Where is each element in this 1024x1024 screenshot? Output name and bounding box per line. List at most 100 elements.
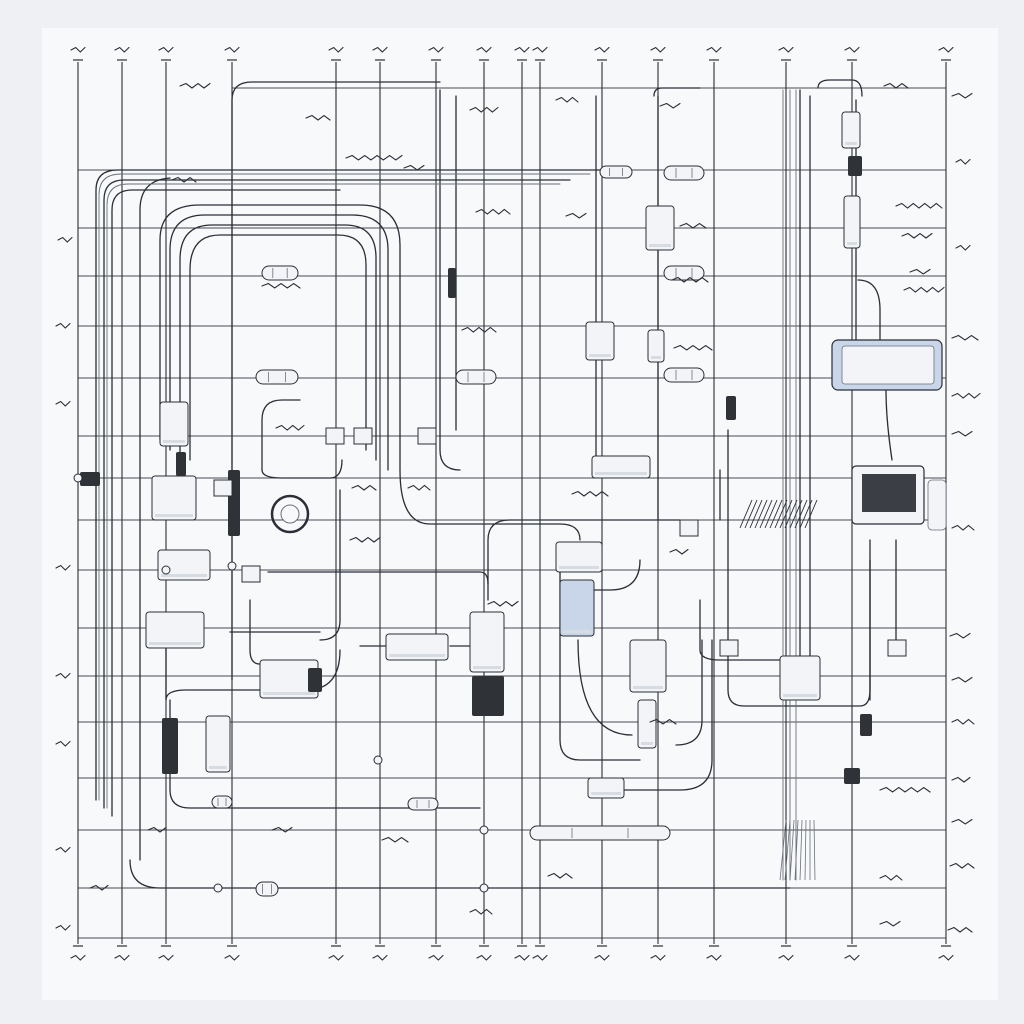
- illegible-label-scribble: [345, 154, 403, 161]
- junction-box-shade: [595, 472, 647, 475]
- control-panel-face: [841, 345, 935, 385]
- bottom-tick-scribble: [706, 954, 722, 961]
- illegible-label-scribble: [461, 326, 497, 333]
- illegible-label-scribble: [351, 484, 377, 491]
- wire-path-light: [106, 183, 561, 809]
- junction-box: [585, 321, 615, 361]
- top-tick-scribble: [476, 46, 492, 53]
- illegible-label-scribble: [671, 276, 709, 283]
- wire-path: [169, 214, 389, 471]
- illegible-label-scribble: [55, 740, 71, 747]
- wire-path: [159, 204, 401, 471]
- junction-box-shade: [649, 244, 671, 247]
- illegible-label-scribble: [879, 786, 931, 793]
- bottom-tick-scribble: [650, 954, 666, 961]
- terminal-block: [719, 639, 739, 657]
- wire-path: [261, 459, 343, 479]
- connector-capsule: [261, 265, 299, 281]
- junction-box-shade: [563, 630, 591, 633]
- illegible-label-scribble: [949, 632, 971, 639]
- connector-capsule: [407, 797, 439, 811]
- wire-path: [857, 279, 881, 341]
- junction-box-shade: [783, 694, 817, 697]
- display-screen: [862, 474, 916, 512]
- junction-box-shade: [149, 642, 201, 645]
- illegible-label-scribble: [89, 884, 109, 891]
- terminal-block: [213, 479, 233, 497]
- wire-path: [399, 469, 581, 541]
- junction-box-shade: [209, 766, 227, 769]
- plug-connector: [848, 156, 862, 176]
- top-tick-scribble: [650, 46, 666, 53]
- connector-capsule: [663, 165, 705, 181]
- illegible-label-scribble: [305, 114, 331, 121]
- display-side-module: [927, 479, 947, 531]
- illegible-label-scribble: [555, 96, 579, 103]
- top-tick-scribble: [938, 46, 954, 53]
- bottom-tick-scribble: [114, 954, 130, 961]
- harness-fan: [804, 819, 807, 881]
- wire-path: [169, 699, 481, 809]
- wire-path-light: [98, 173, 591, 801]
- junction-box: [555, 541, 603, 573]
- coil-ring: [270, 494, 310, 534]
- junction-box: [645, 205, 675, 251]
- illegible-label-scribble: [55, 564, 71, 571]
- harness-hatch: [784, 499, 798, 529]
- illegible-label-scribble: [951, 92, 973, 99]
- plug-connector: [844, 768, 860, 784]
- bottom-tick-scribble: [844, 954, 860, 961]
- illegible-label-scribble: [951, 718, 975, 725]
- harness-hatch: [799, 499, 813, 529]
- top-tick-scribble: [594, 46, 610, 53]
- plug-connector: [80, 472, 100, 486]
- illegible-label-scribble: [571, 490, 609, 497]
- harness-hatch: [764, 499, 778, 529]
- bottom-tick-scribble: [532, 954, 548, 961]
- illegible-label-scribble: [901, 232, 933, 239]
- junction-dot: [373, 755, 383, 765]
- junction-box: [647, 329, 665, 363]
- harness-hatch: [769, 499, 783, 529]
- terminal-block: [679, 519, 699, 537]
- harness-fan: [813, 819, 816, 881]
- connector-capsule: [529, 825, 671, 841]
- wire-path: [675, 639, 703, 746]
- wire-path: [487, 519, 681, 601]
- illegible-label-scribble: [261, 282, 301, 289]
- illegible-label-scribble: [57, 236, 73, 243]
- illegible-label-scribble: [349, 536, 381, 543]
- top-tick-scribble: [532, 46, 548, 53]
- junction-box: [151, 475, 197, 521]
- harness-hatch: [794, 499, 808, 529]
- illegible-label-scribble: [669, 548, 689, 555]
- illegible-label-scribble: [275, 424, 305, 431]
- bottom-tick-scribble: [938, 954, 954, 961]
- junction-box: [157, 549, 211, 581]
- plug-connector: [448, 268, 456, 298]
- illegible-label-scribble: [951, 524, 975, 531]
- illegible-label-scribble: [951, 818, 973, 825]
- illegible-label-scribble: [407, 484, 431, 491]
- illegible-label-scribble: [947, 926, 973, 933]
- wire-path: [179, 224, 377, 461]
- wire-path: [817, 79, 863, 97]
- junction-box: [629, 639, 667, 693]
- harness-fan: [799, 819, 803, 881]
- wire-path: [95, 169, 601, 801]
- harness-fan: [784, 819, 791, 881]
- wire-path: [231, 81, 441, 681]
- illegible-label-scribble: [381, 836, 409, 843]
- top-tick-scribble: [428, 46, 444, 53]
- junction-box-shade: [161, 574, 207, 577]
- wire-path: [261, 399, 301, 471]
- harness-hatch: [749, 499, 763, 529]
- top-tick-scribble: [158, 46, 174, 53]
- wire-path: [189, 234, 367, 461]
- harness-hatch: [789, 499, 803, 529]
- top-tick-scribble: [70, 46, 86, 53]
- illegible-label-scribble: [951, 776, 971, 783]
- illegible-label-scribble: [883, 82, 909, 89]
